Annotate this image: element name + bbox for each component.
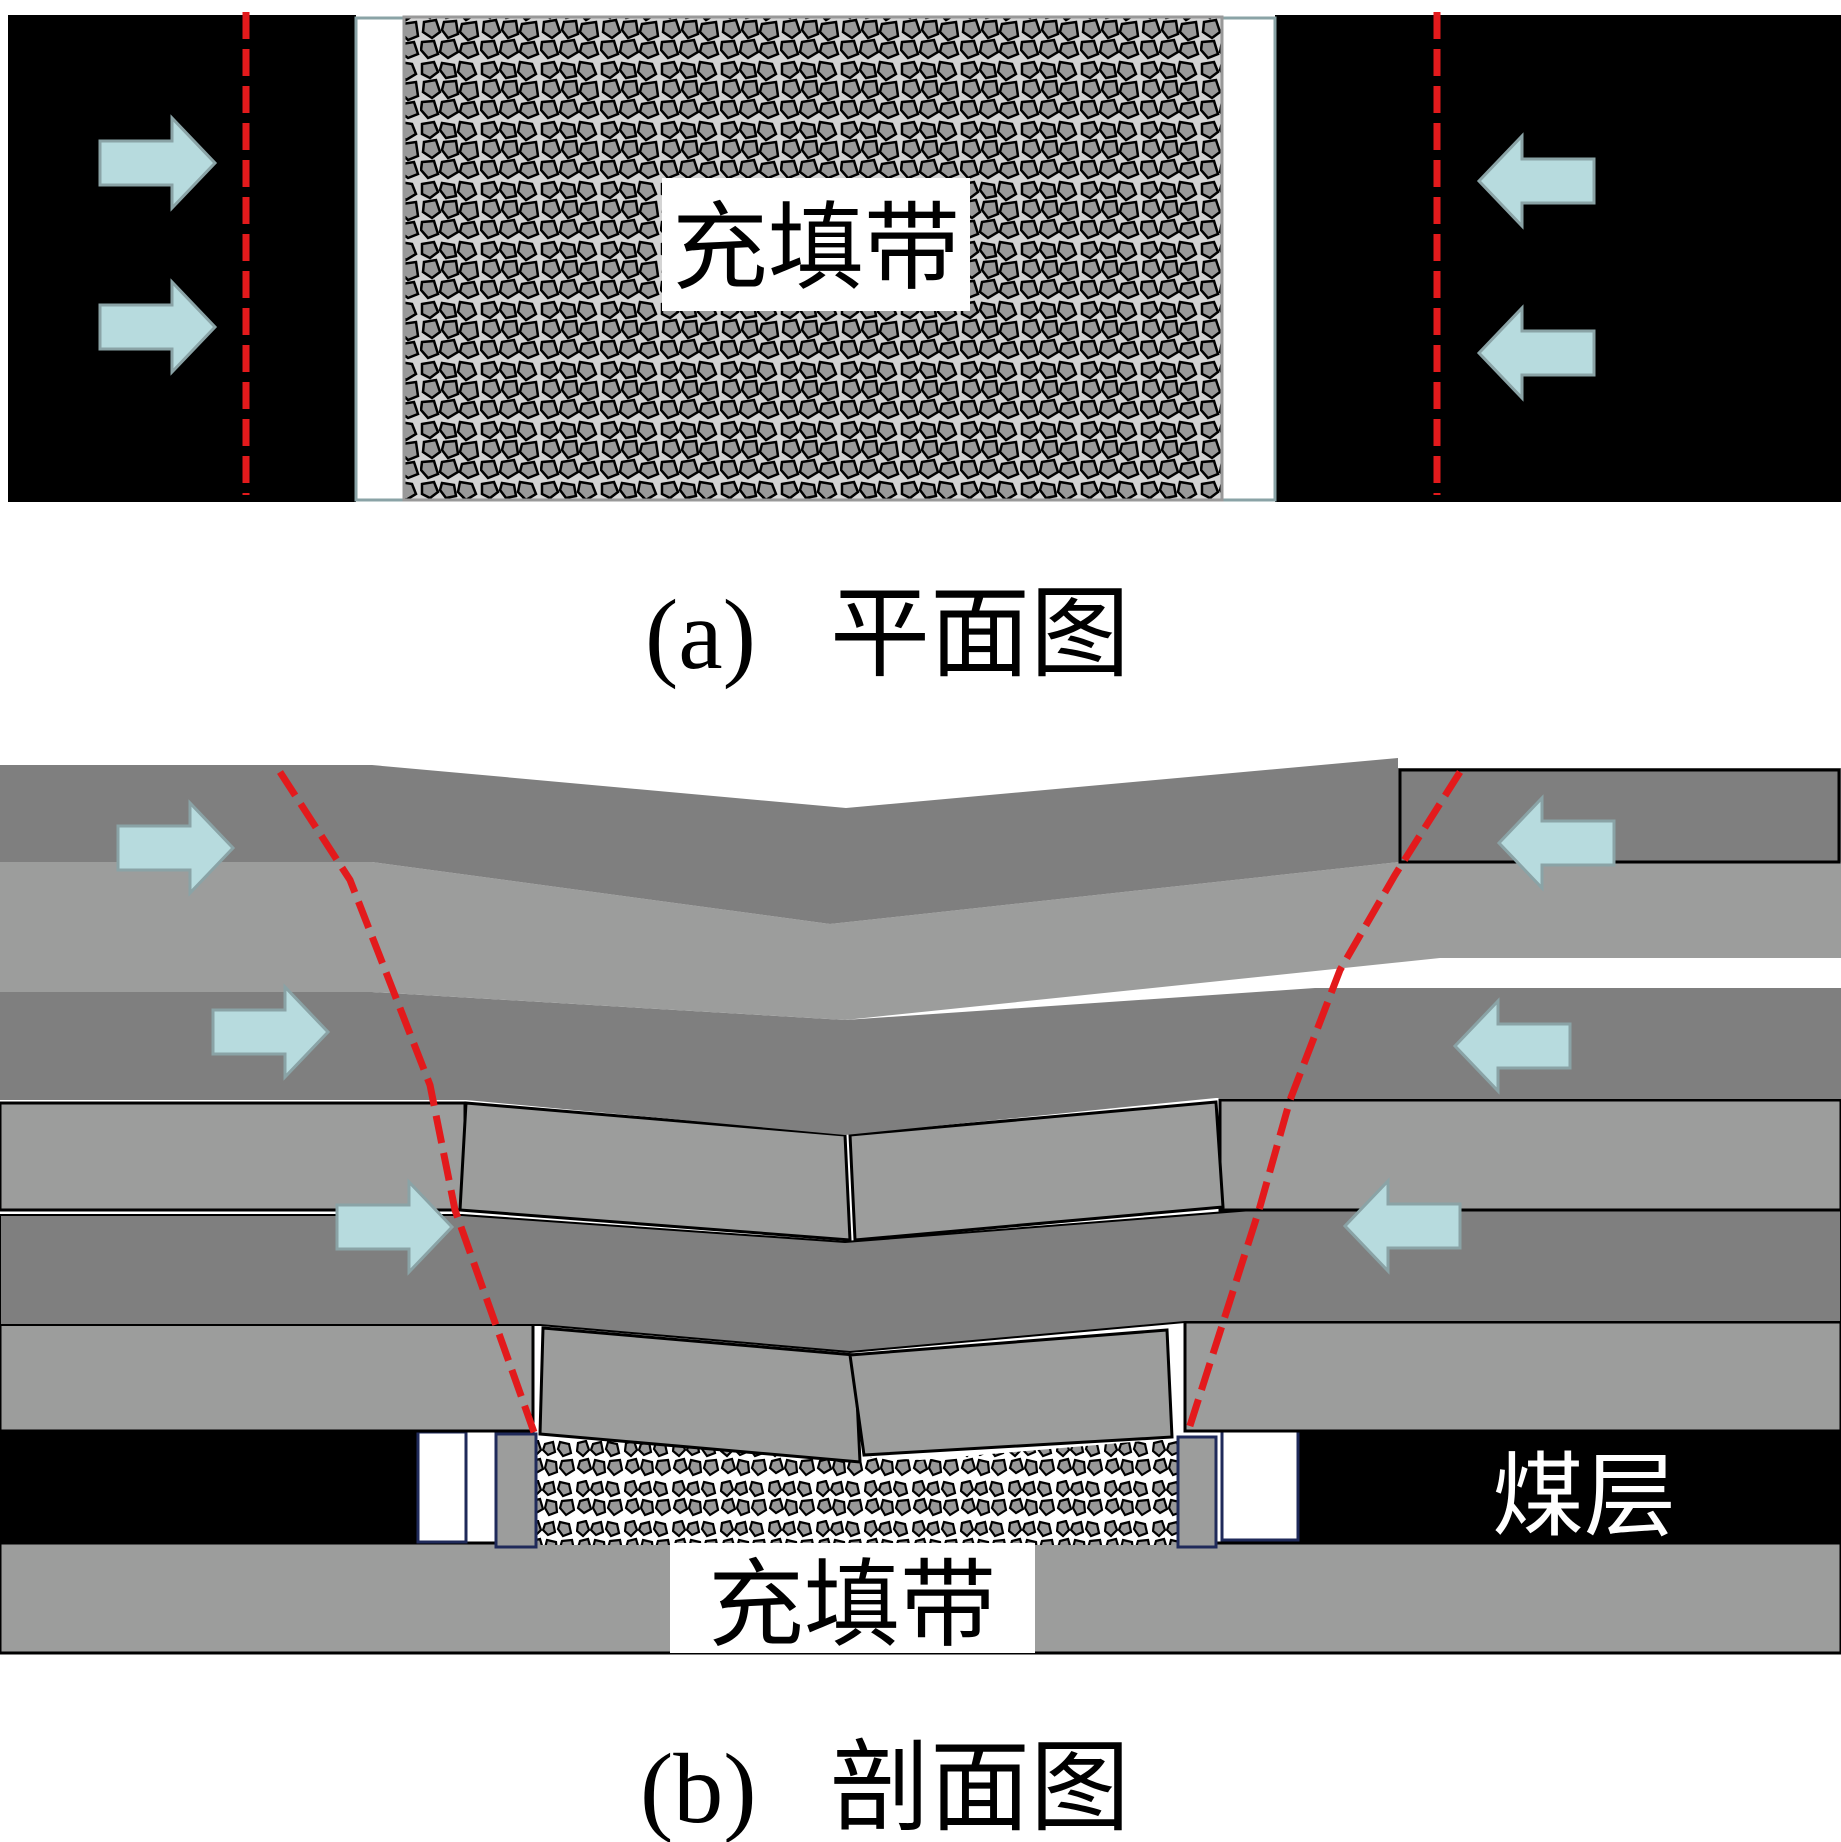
coal-seam-left (0, 1431, 420, 1543)
stratum-4-left (0, 1101, 467, 1212)
stratum-2 (0, 862, 1841, 1020)
roadway-right-section (1220, 1428, 1300, 1542)
stratum-4-right (1218, 1098, 1841, 1212)
caption-a-letter: (a) (645, 579, 756, 690)
stratum-6-block-left (538, 1326, 862, 1464)
coal-block-right (1275, 15, 1841, 502)
panel-b-cross-section: 充填带 煤层 (0, 758, 1841, 1661)
caption-a-title: 平面图 (830, 579, 1130, 690)
fill-strip-label-plan: 充填带 (672, 192, 960, 304)
coal-seam-label: 煤层 (1492, 1443, 1676, 1550)
stratum-3 (0, 988, 1841, 1135)
roadway-left-section (416, 1430, 468, 1544)
stratum-6-left (0, 1321, 535, 1433)
stratum-4-block-left (458, 1101, 852, 1242)
coal-block-left (8, 15, 356, 502)
support-wall-right (1176, 1435, 1218, 1549)
break-line-left-section (277, 770, 539, 1437)
stratum-4-block-right (848, 1100, 1225, 1242)
stratum-1-right-outline (1398, 768, 1841, 864)
break-line-right-section (1184, 770, 1463, 1434)
fill-strip-label-box-plan (662, 178, 970, 311)
roadway-right (1220, 16, 1277, 502)
roadway-left (354, 16, 406, 502)
coal-seam-right (1294, 1431, 1841, 1543)
fill-strip-section (535, 1436, 1180, 1545)
fill-strip-label-box-section (670, 1543, 1035, 1653)
stratum-1 (0, 758, 1841, 924)
fill-strip-label-section: 充填带 (708, 1549, 996, 1661)
stratum-6-block-right (848, 1328, 1174, 1457)
stratum-6-right (1183, 1320, 1841, 1433)
panel-a-plan-view: 充填带 (8, 12, 1841, 502)
caption-b-letter: (b) (640, 1733, 757, 1842)
caption-b-title: 剖面图 (830, 1733, 1130, 1842)
support-wall-left (494, 1432, 538, 1549)
